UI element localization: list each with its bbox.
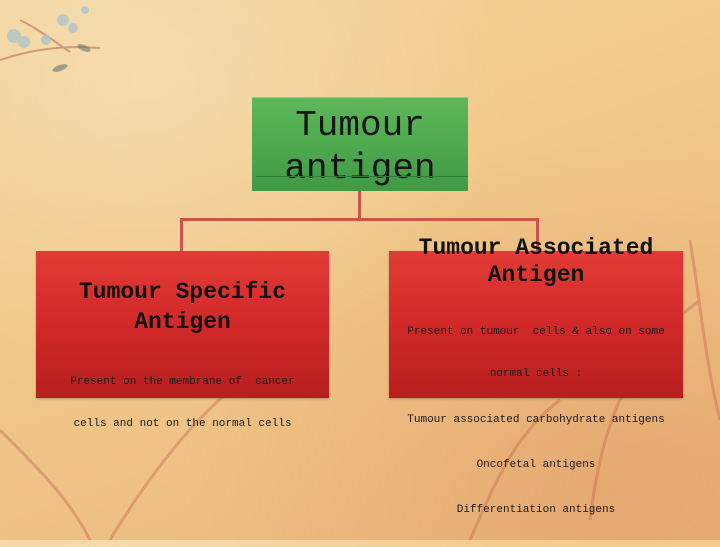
right-node-items: Present on tumour cells & also on some n…	[389, 297, 683, 547]
blue-petals-decoration	[7, 6, 89, 48]
right-node-heading: Tumour Associated Antigen	[389, 235, 683, 289]
left-heading-line1: Tumour Specific	[78, 279, 287, 305]
right-item-3: Tumour associated carbohydrate antigens	[407, 414, 665, 426]
root-node-tumour-antigen: Tumour antigen	[252, 97, 468, 191]
left-desc-line2: cells and not on the normal cells	[73, 418, 292, 430]
right-item-4: Oncofetal antigens	[476, 459, 596, 471]
right-heading-line2: Antigen	[487, 262, 585, 288]
left-node-heading: Tumour Specific Antigen	[36, 277, 329, 337]
right-heading-line1: Tumour Associated	[418, 235, 654, 261]
left-node-description: Present on the membrane of cancer cells …	[36, 347, 329, 459]
right-item-1: Present on tumour cells & also on some	[407, 326, 665, 338]
root-title-line1: Tumour	[295, 105, 425, 146]
connector-vertical-root	[358, 191, 361, 220]
root-divider-line	[256, 176, 468, 177]
right-item-5: Differentiation antigens	[456, 504, 616, 516]
connector-horizontal	[180, 218, 539, 221]
root-node-title: Tumour antigen	[252, 104, 468, 190]
node-tumour-associated-antigen: Tumour Associated Antigen Present on tum…	[389, 235, 683, 516]
left-heading-line2: Antigen	[134, 309, 231, 335]
root-title-line2: antigen	[284, 148, 436, 189]
node-tumour-specific-antigen: Tumour Specific Antigen Present on the m…	[36, 251, 329, 430]
left-desc-line1: Present on the membrane of cancer	[70, 376, 295, 388]
connector-vertical-right	[536, 218, 539, 251]
dark-leaf-decoration	[52, 43, 91, 72]
connector-vertical-left	[180, 218, 183, 251]
floral-sprig-decoration	[0, 19, 101, 61]
right-item-2: normal cells :	[489, 368, 583, 380]
